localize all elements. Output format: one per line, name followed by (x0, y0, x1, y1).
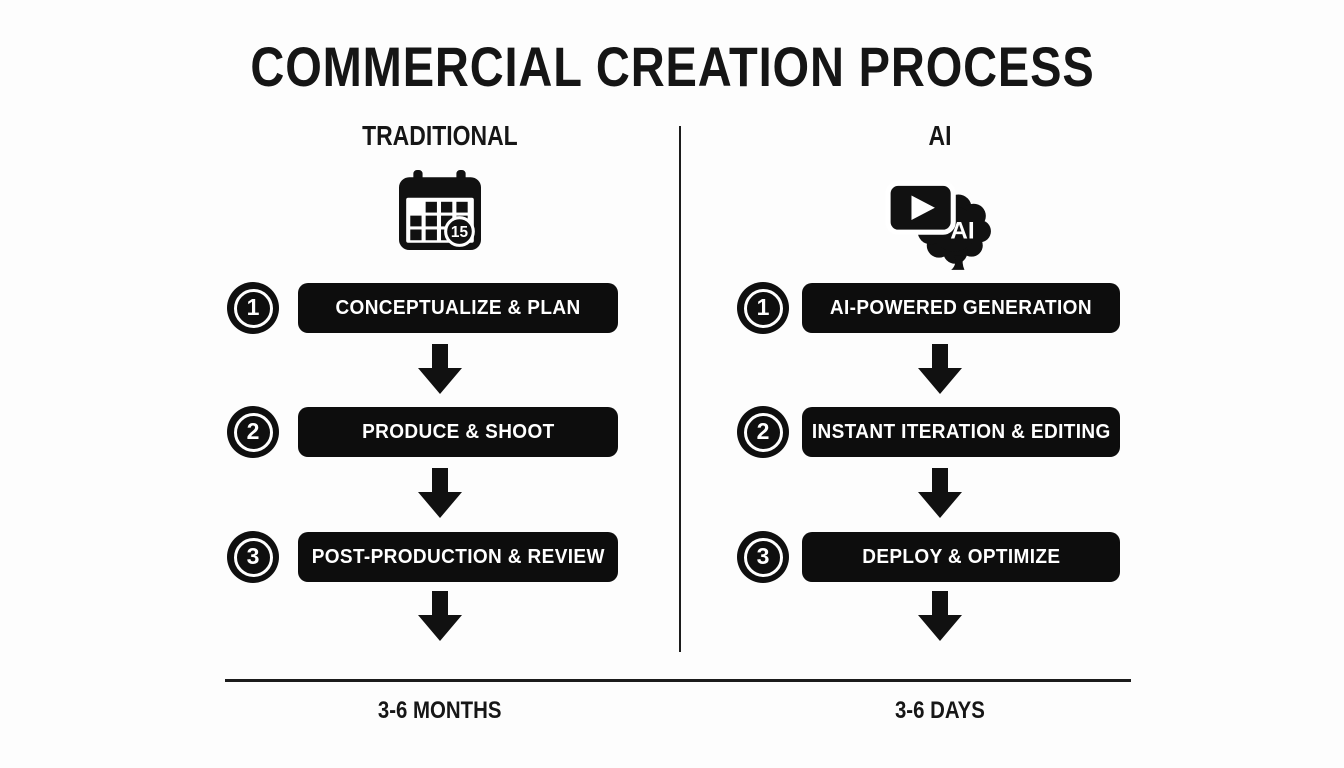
traditional-step-3: 3 POST-PRODUCTION & REVIEW (225, 531, 655, 583)
step-label-bar: POST-PRODUCTION & REVIEW (298, 532, 618, 582)
column-header-traditional: TRADITIONAL (362, 120, 518, 151)
duration-label-ai: 3-6 DAYS (895, 697, 985, 724)
step-label-bar: INSTANT ITERATION & EDITING (802, 407, 1120, 457)
step-number-badge: 3 (227, 531, 279, 583)
down-arrow-icon (918, 468, 962, 518)
down-arrow-icon (918, 344, 962, 394)
traditional-step-1: 1 CONCEPTUALIZE & PLAN (225, 282, 655, 334)
calendar-icon: 15 (225, 170, 655, 275)
page-title-text: COMMERCIAL CREATION PROCESS (249, 35, 1095, 98)
calendar-day-number: 15 (451, 224, 469, 241)
step-number-badge: 1 (227, 282, 279, 334)
step-number-badge: 3 (737, 531, 789, 583)
column-header-ai: AI (928, 120, 952, 151)
down-arrow-icon (418, 344, 462, 394)
down-arrow-icon (918, 591, 962, 641)
step-number-badge: 2 (227, 406, 279, 458)
step-label-bar: PRODUCE & SHOOT (298, 407, 618, 457)
traditional-step-2: 2 PRODUCE & SHOOT (225, 406, 655, 458)
step-label-bar: AI-POWERED GENERATION (802, 283, 1120, 333)
step-label-bar: DEPLOY & OPTIMIZE (802, 532, 1120, 582)
down-arrow-icon (418, 468, 462, 518)
ai-step-2: 2 INSTANT ITERATION & EDITING (725, 406, 1155, 458)
page-title: COMMERCIAL CREATION PROCESS (0, 34, 1344, 99)
column-divider-line (679, 126, 681, 652)
down-arrow-icon (418, 591, 462, 641)
ai-video-brain-icon: AI (725, 170, 1155, 275)
timeline-baseline (225, 679, 1131, 682)
ai-step-1: 1 AI-POWERED GENERATION (725, 282, 1155, 334)
step-number-badge: 1 (737, 282, 789, 334)
step-number-badge: 2 (737, 406, 789, 458)
column-ai: AI AI (725, 120, 1155, 680)
step-label-bar: CONCEPTUALIZE & PLAN (298, 283, 618, 333)
duration-label-traditional: 3-6 MONTHS (378, 697, 502, 724)
ai-step-3: 3 DEPLOY & OPTIMIZE (725, 531, 1155, 583)
column-traditional: TRADITIONAL (225, 120, 655, 680)
